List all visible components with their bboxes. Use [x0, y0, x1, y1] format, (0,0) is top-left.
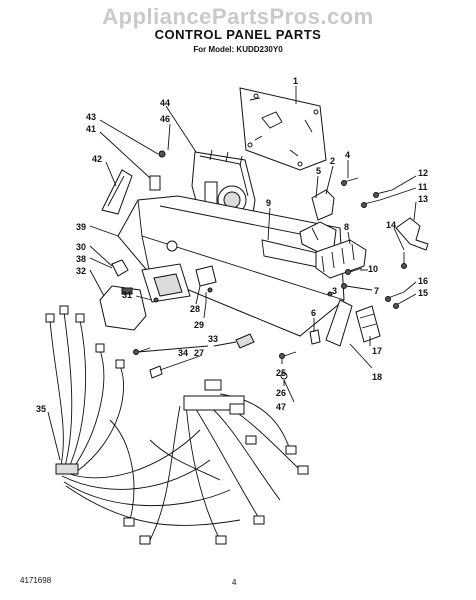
page-title: CONTROL PANEL PARTS: [154, 27, 322, 42]
callout-12: 12: [418, 168, 428, 178]
callout-2: 2: [330, 156, 335, 166]
callout-9: 9: [266, 198, 271, 208]
callout-26: 26: [276, 388, 286, 398]
part-16-screw: [385, 291, 405, 309]
callout-4: 4: [345, 150, 350, 160]
part-28-bracket: [195, 265, 217, 302]
part-14-screw: [401, 252, 407, 269]
callout-1: 1: [293, 76, 298, 86]
callout-13: 13: [418, 194, 428, 204]
document-number: 4171698: [20, 576, 52, 585]
callout-38: 38: [76, 254, 86, 264]
callout-25: 25: [276, 368, 286, 378]
callout-labels: 1 2 3 4 5 6 7 8 9 10 11 12 13 14 15 16 1…: [36, 76, 428, 414]
callout-17: 17: [372, 346, 382, 356]
part-6-clip: [309, 329, 321, 345]
callout-33: 33: [208, 334, 218, 344]
callout-29: 29: [194, 320, 204, 330]
callout-6: 6: [311, 308, 316, 318]
callout-46: 46: [160, 114, 170, 124]
callout-30: 30: [76, 242, 86, 252]
callout-7: 7: [374, 286, 379, 296]
part-12-screw: [361, 189, 393, 208]
callout-47: 47: [276, 402, 286, 412]
callout-41: 41: [86, 124, 96, 134]
callout-14: 14: [386, 220, 396, 230]
callout-35: 35: [36, 404, 46, 414]
part-10-screw: [327, 267, 363, 297]
part-8-switch-block: [315, 239, 367, 279]
callout-5: 5: [316, 166, 321, 176]
model-subtitle: For Model: KUDD230Y0: [193, 45, 283, 54]
callout-18: 18: [372, 372, 382, 382]
callout-3: 3: [332, 286, 337, 296]
callout-39: 39: [76, 222, 86, 232]
callout-44: 44: [160, 98, 170, 108]
part-38-knob: [111, 259, 191, 303]
part-27-button: [235, 333, 255, 349]
callout-43: 43: [86, 112, 96, 122]
callout-16: 16: [418, 276, 428, 286]
leader-lines: [47, 86, 417, 461]
callout-27: 27: [194, 348, 204, 358]
callout-10: 10: [368, 264, 378, 274]
part-41-clip: [149, 150, 166, 191]
part-33-screw: [133, 347, 163, 379]
callout-11: 11: [418, 182, 428, 192]
watermark-text: AppliancePartsPros.com: [102, 4, 374, 29]
callout-8: 8: [344, 222, 349, 232]
callout-42: 42: [92, 154, 102, 164]
callout-28: 28: [190, 304, 200, 314]
page-number: 4: [232, 578, 237, 587]
part-18-end-cap-right: [325, 299, 381, 347]
part-32-lamp-housing: [99, 285, 147, 331]
part-13-hinge: [395, 217, 429, 251]
part-42-end-cap-left: [101, 169, 133, 215]
part-2-switch: [299, 189, 337, 253]
part-1-circuit-board: [239, 87, 327, 171]
callout-15: 15: [418, 288, 428, 298]
callout-34: 34: [178, 348, 188, 358]
callout-32: 32: [76, 266, 86, 276]
callout-31: 31: [122, 290, 132, 300]
part-35-wire-harness: [45, 305, 309, 545]
part-4-screw: [341, 177, 359, 186]
